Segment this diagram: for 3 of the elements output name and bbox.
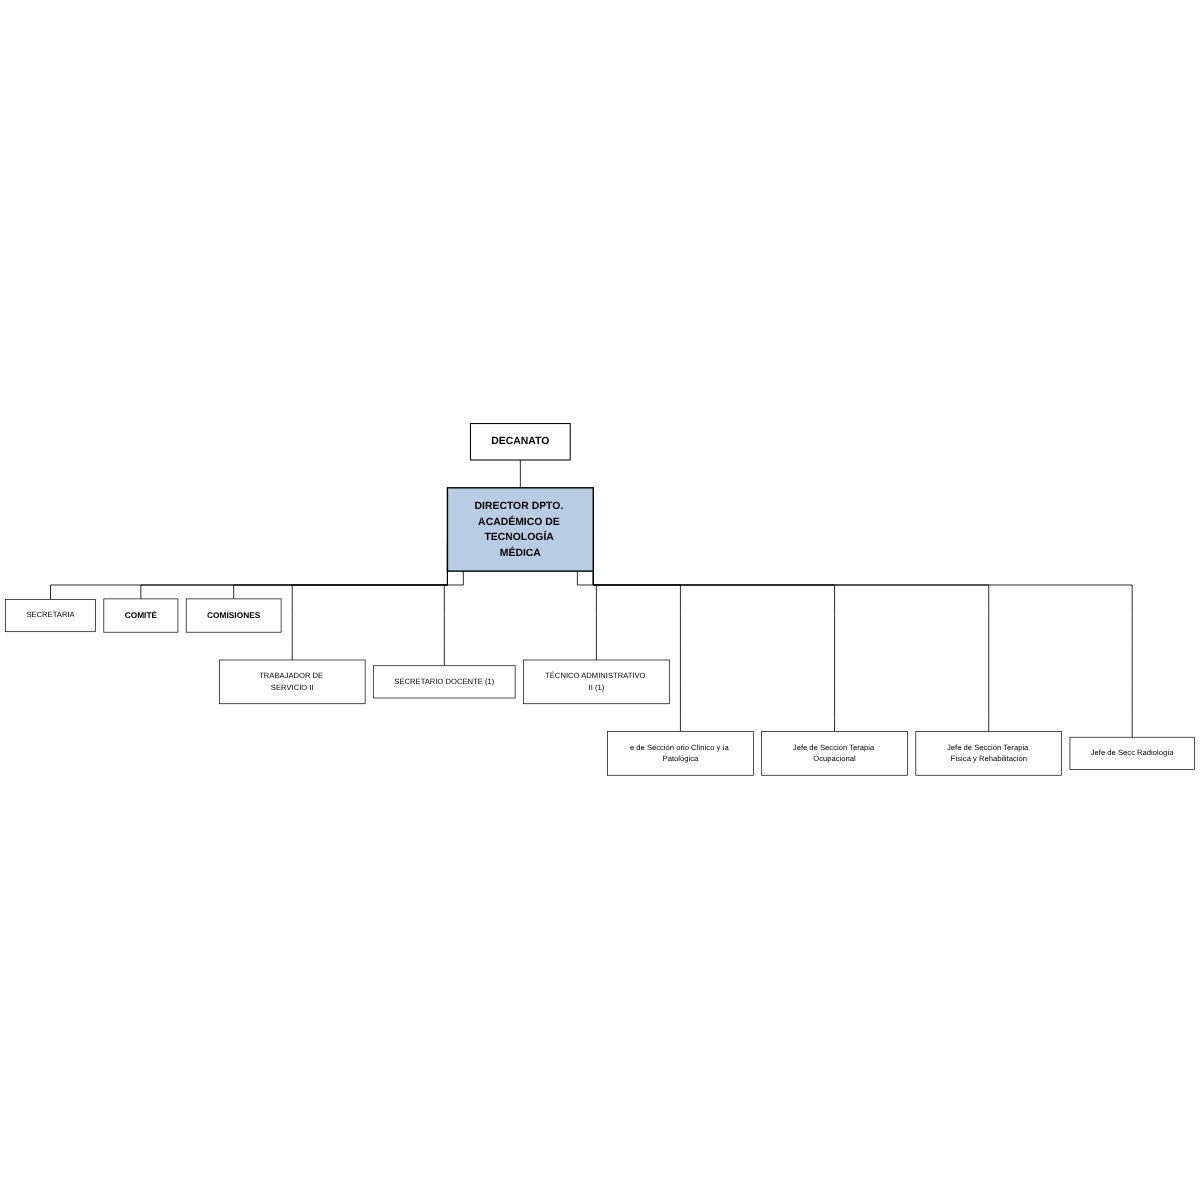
connector bbox=[519, 460, 521, 489]
connector bbox=[443, 571, 464, 667]
connector bbox=[576, 571, 597, 661]
